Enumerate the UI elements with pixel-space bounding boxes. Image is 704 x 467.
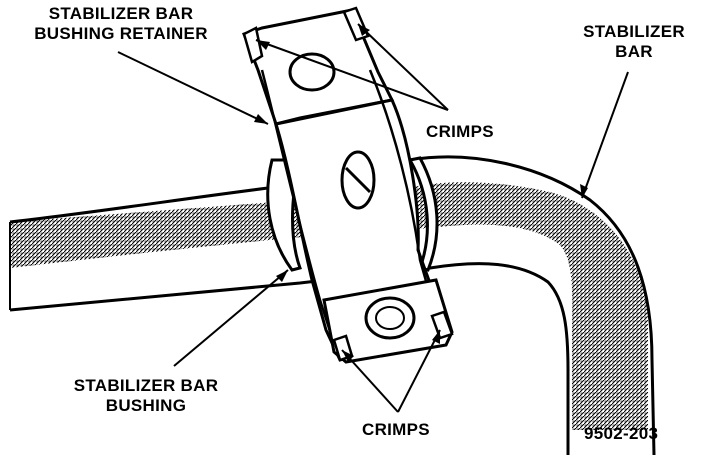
label-crimps-upper: CRIMPS <box>426 122 494 141</box>
leader-bushing <box>173 269 289 367</box>
label-bushing-retainer-line1: STABILIZER BAR <box>48 4 194 23</box>
label-stabilizer-bar: STABILIZER BAR <box>574 22 694 62</box>
label-crimps-lower: CRIMPS <box>362 420 430 439</box>
stabilizer-bar <box>9 155 656 456</box>
leader-crimps-upper-b <box>357 23 449 111</box>
leader-retainer <box>117 51 269 125</box>
bar-shading <box>10 182 649 430</box>
label-bushing: STABILIZER BAR BUSHING <box>62 376 230 416</box>
bar-upper-edge <box>9 155 656 456</box>
bar-lower-edge <box>9 262 570 455</box>
leader-crimps-lower-a <box>341 349 399 413</box>
crimp-tab-lower-right <box>430 310 454 340</box>
crimp-tab-upper-left <box>242 26 264 64</box>
leader-lines <box>117 23 629 413</box>
label-bushing-retainer-line2: BUSHING RETAINER <box>34 24 208 43</box>
label-bushing-retainer: STABILIZER BAR BUSHING RETAINER <box>14 4 228 44</box>
leader-crimps-lower-b <box>397 329 441 413</box>
leader-stabilizer-bar <box>581 71 629 199</box>
label-bushing-line1: STABILIZER BAR <box>73 376 219 395</box>
label-bushing-line2: BUSHING <box>105 396 187 415</box>
leader-crimps-upper-a <box>255 39 449 111</box>
figure-number: 9502-203 <box>584 424 659 443</box>
retainer-upper-hole <box>288 52 336 92</box>
label-stabilizer-bar-line1: STABILIZER <box>583 22 685 41</box>
label-stabilizer-bar-line2: BAR <box>615 42 653 61</box>
bushing-retainer <box>242 6 454 364</box>
leader-arrowheads <box>254 24 588 362</box>
